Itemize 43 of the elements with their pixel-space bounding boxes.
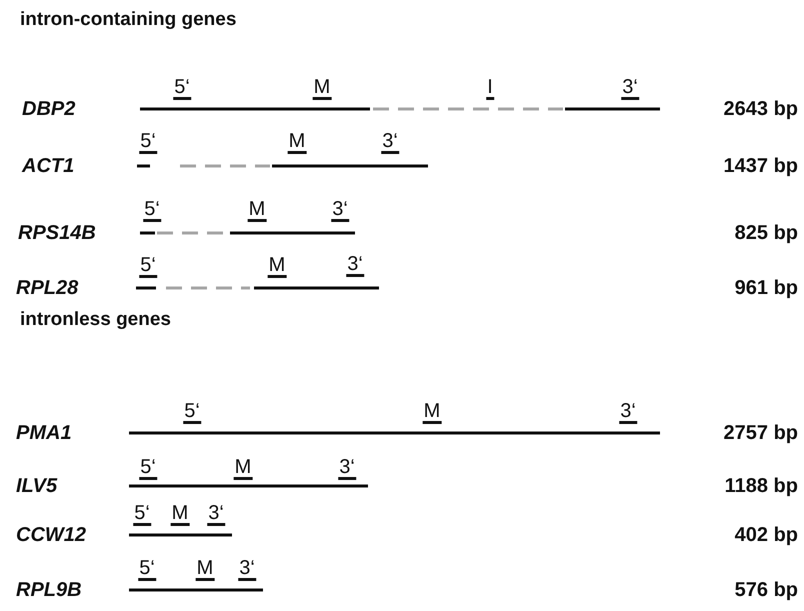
- position-mark: 5‘: [143, 199, 161, 222]
- position-mark: 3‘: [621, 77, 639, 100]
- gene-length: 961 bp: [734, 277, 798, 299]
- position-mark: M: [422, 401, 442, 424]
- position-mark: 3‘: [619, 401, 637, 424]
- position-mark: I: [486, 77, 494, 100]
- position-mark: 5‘: [138, 558, 156, 581]
- position-mark: 5‘: [173, 77, 191, 100]
- gene-name: ACT1: [22, 155, 74, 177]
- section-heading: intronless genes: [20, 309, 171, 331]
- position-mark: 5‘: [183, 401, 201, 424]
- gene-name: DBP2: [22, 98, 76, 120]
- gene-length: 1188 bp: [724, 475, 798, 497]
- position-mark: M: [288, 131, 306, 154]
- position-mark: M: [248, 199, 266, 222]
- gene-length: 402 bp: [734, 524, 798, 546]
- gene-name: CCW12: [16, 524, 86, 546]
- position-mark: 3‘: [238, 558, 256, 581]
- gene-length: 1437 bp: [724, 155, 798, 177]
- position-mark: M: [234, 457, 252, 480]
- position-mark: M: [268, 255, 286, 278]
- position-mark: 3‘: [346, 254, 364, 277]
- gene-name: RPL9B: [16, 579, 82, 601]
- position-mark: 5‘: [139, 457, 157, 480]
- gene-name: RPL28: [16, 277, 78, 299]
- gene-name: RPS14B: [18, 222, 96, 244]
- position-mark: M: [312, 77, 332, 100]
- position-mark: 5‘: [139, 255, 157, 278]
- gene-length: 2757 bp: [724, 422, 798, 444]
- position-mark: M: [196, 558, 214, 581]
- gene-length: 576 bp: [734, 579, 798, 601]
- position-mark: 3‘: [207, 503, 225, 526]
- gene-name: PMA1: [16, 422, 72, 444]
- position-mark: 5‘: [133, 503, 151, 526]
- gene-length: 2643 bp: [724, 98, 798, 120]
- position-mark: 5‘: [139, 131, 157, 154]
- position-mark: 3‘: [331, 199, 349, 222]
- gene-name: ILV5: [16, 475, 58, 497]
- section-heading: intron-containing genes: [20, 9, 236, 31]
- position-mark: 3‘: [338, 457, 356, 480]
- position-mark: M: [170, 503, 190, 526]
- position-mark: 3‘: [381, 131, 399, 154]
- gene-length: 825 bp: [734, 222, 798, 244]
